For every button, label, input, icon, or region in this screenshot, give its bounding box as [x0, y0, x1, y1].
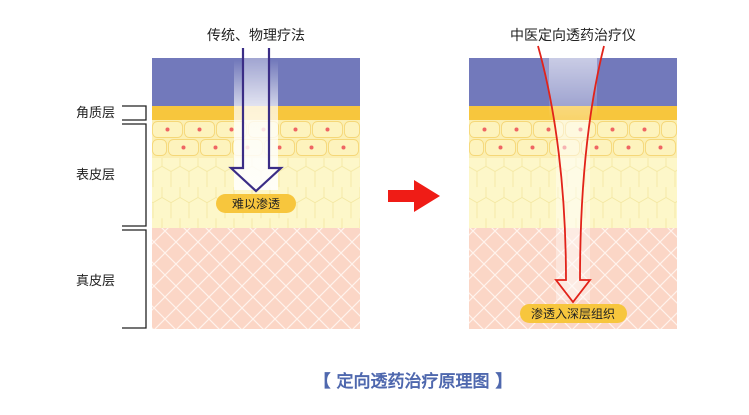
cell-nucleus — [594, 145, 599, 150]
label-epidermis: 表皮层 — [76, 168, 115, 183]
right-glow-column — [556, 120, 590, 300]
left-skin-panel: 难以渗透 传统、物理疗法 — [152, 28, 360, 329]
cell-nucleus — [229, 127, 234, 132]
label-stratum-corneum: 角质层 — [76, 106, 115, 121]
bracket-icon — [122, 105, 147, 121]
cell-nucleus — [546, 127, 551, 132]
cell-nucleus — [181, 145, 186, 150]
cell-nucleus — [642, 127, 647, 132]
left-badge — [216, 194, 296, 213]
left-down-arrow-icon — [228, 48, 284, 193]
right-epidermis-texture — [469, 158, 677, 228]
right-panel-title: 中医定向透药治疗仪 — [510, 28, 636, 44]
cell-nucleus — [578, 127, 583, 132]
right-badge-text: 渗透入深层组织 — [531, 306, 615, 321]
cell-nucleus — [213, 145, 218, 150]
arrow-right-icon — [388, 180, 440, 212]
cell-nucleus — [309, 145, 314, 150]
left-dermis-texture — [152, 228, 360, 329]
cell-nucleus — [530, 145, 535, 150]
right-down-arrow-icon — [537, 45, 605, 304]
left-panel-title: 传统、物理疗法 — [207, 28, 305, 44]
diagram-caption: 【 定向透药治疗原理图 】 — [314, 371, 513, 392]
cell-nucleus — [626, 145, 631, 150]
epidermis-cell — [661, 121, 677, 138]
epidermis-cell — [469, 139, 484, 156]
epidermis-cell — [152, 139, 167, 156]
cell-nucleus — [562, 145, 567, 150]
epidermis-cell — [344, 121, 360, 138]
right-glow-top — [549, 58, 597, 118]
cell-nucleus — [610, 127, 615, 132]
layer-labels: 角质层 表皮层 真皮层 — [76, 105, 147, 329]
cell-nucleus — [197, 127, 202, 132]
cell-nucleus — [165, 127, 170, 132]
cell-nucleus — [325, 127, 330, 132]
left-badge-text: 难以渗透 — [232, 196, 280, 211]
right-badge — [520, 304, 627, 323]
right-cell-grid — [469, 121, 677, 156]
cell-nucleus — [277, 145, 282, 150]
cell-nucleus — [498, 145, 503, 150]
cell-nucleus — [658, 145, 663, 150]
cell-nucleus — [482, 127, 487, 132]
label-dermis: 真皮层 — [76, 274, 115, 289]
cell-nucleus — [514, 127, 519, 132]
cell-nucleus — [341, 145, 346, 150]
right-skin-panel: 渗透入深层组织 中医定向透药治疗仪 — [469, 28, 677, 329]
cell-nucleus — [293, 127, 298, 132]
bracket-icon — [122, 229, 147, 329]
bracket-icon — [122, 123, 147, 227]
